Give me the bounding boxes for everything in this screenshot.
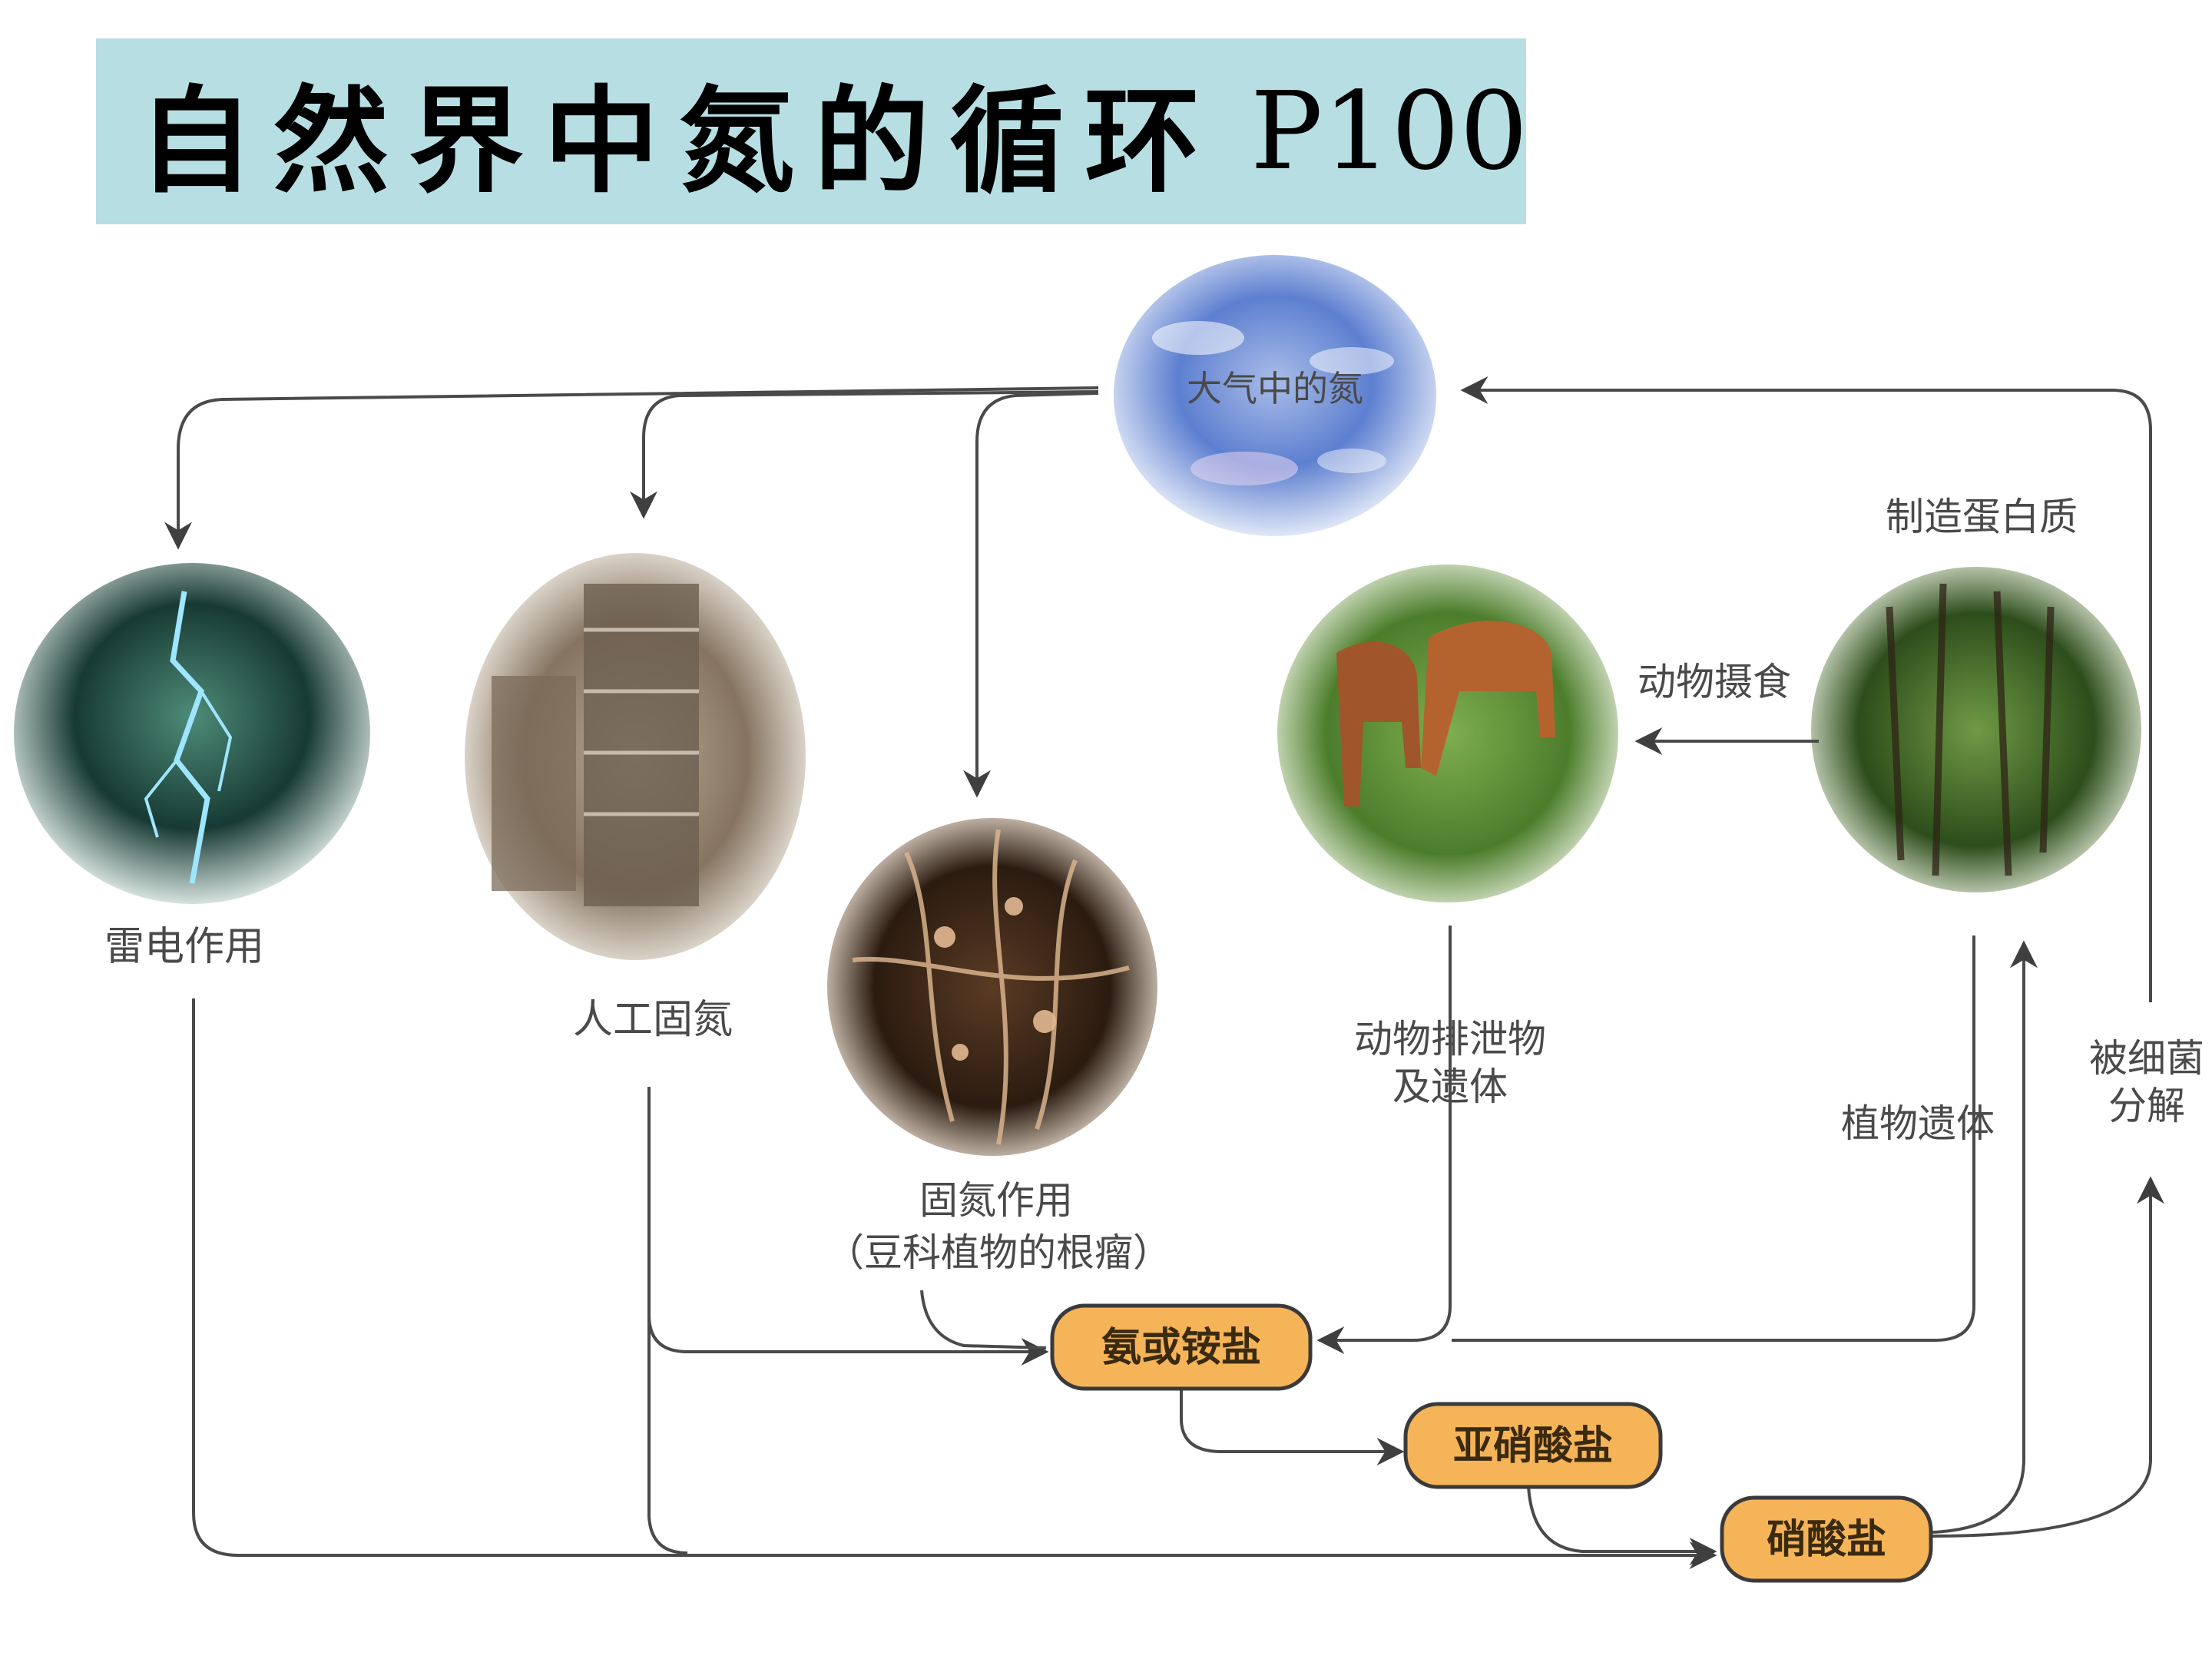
box-ammonium: 氨或铵盐	[1050, 1303, 1313, 1391]
label-decompose-1: 被细菌	[2089, 1036, 2204, 1081]
label-fixation-2: （豆科植物的根瘤）	[826, 1230, 1171, 1275]
page-title: 自然界中氮的循环	[138, 73, 1220, 209]
arrow-to-industrial	[630, 390, 1099, 519]
page-number: P100	[1250, 68, 1528, 194]
box-nitrite-label: 亚硝酸盐	[1453, 1422, 1613, 1469]
label-lightning: 雷电作用	[104, 924, 264, 970]
cattle-image	[1277, 565, 1618, 902]
box-ammonium-label: 氨或铵盐	[1101, 1324, 1261, 1371]
forest-image	[1811, 567, 2141, 892]
factory-image	[465, 553, 806, 960]
arrow-ammonium-to-nitrite	[1180, 1389, 1405, 1465]
arrow-nitrate-to-plant	[1931, 940, 2038, 1534]
box-nitrate: 硝酸盐	[1720, 1495, 1933, 1583]
label-plant-remains: 植物遗体	[1841, 1101, 1995, 1146]
root-nodules-image	[827, 818, 1157, 1156]
arrow-to-atmosphere	[1460, 376, 2152, 1002]
box-nitrate-label: 硝酸盐	[1767, 1516, 1886, 1563]
label-atmosphere: 大气中的氮	[1187, 368, 1363, 409]
label-protein: 制造蛋白质	[1886, 495, 2078, 539]
arrow-nitrite-to-nitrate	[1527, 1485, 1717, 1565]
label-excreta-1: 动物排泄物	[1354, 1017, 1546, 1061]
arrow-nitrate-to-decompose	[1931, 1176, 2164, 1538]
lightning-image	[14, 563, 370, 904]
label-excreta-2: 及遗体	[1392, 1065, 1508, 1109]
arrow-to-fixation	[963, 392, 1099, 798]
label-decompose-2: 分解	[2108, 1084, 2185, 1128]
label-animal-eat: 动物摄食	[1637, 660, 1791, 704]
label-industrial: 人工固氮	[573, 997, 733, 1043]
arrow-lightning-to-nitrate	[192, 998, 1717, 1569]
box-nitrite: 亚硝酸盐	[1403, 1402, 1663, 1489]
title-banner: 自然界中氮的循环 P100	[96, 38, 1528, 224]
arrow-excreta-to-ammonium	[1316, 926, 1452, 1354]
cycle-arrows	[164, 376, 2164, 1569]
atmosphere-image	[1114, 255, 1436, 536]
arrow-to-lightning	[164, 386, 1099, 550]
label-fixation-1: 固氮作用	[919, 1178, 1073, 1223]
